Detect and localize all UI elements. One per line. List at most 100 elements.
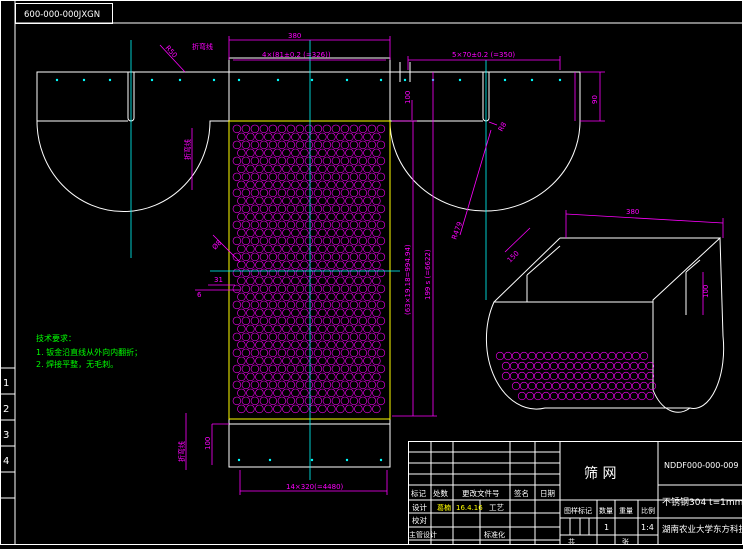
mesh-hole [256,149,264,157]
mesh-hole [305,397,313,405]
mesh-hole [314,381,322,389]
mesh-hole [256,181,264,189]
mesh-hole [323,365,331,373]
iso-hole [590,392,598,400]
mesh-hole [328,373,336,381]
mesh-hole [278,333,286,341]
mesh-hole [359,349,367,357]
mesh-hole [283,181,291,189]
mesh-hole [274,197,282,205]
mesh-hole [337,293,345,301]
mesh-hole [238,309,246,317]
mesh-hole [305,237,313,245]
tech-notes-line1: 1. 钣金沿直线从外向内翻折； [36,347,142,357]
mesh-hole [377,269,385,277]
iso-hole [606,392,614,400]
mesh-hole [332,125,340,133]
mesh-hole [341,253,349,261]
mesh-hole [377,397,385,405]
mesh-hole [328,293,336,301]
mesh-hole [242,141,250,149]
mesh-hole [377,253,385,261]
mesh-hole [251,301,259,309]
iso-hole [502,372,510,380]
mesh-hole [247,245,255,253]
mesh-hole [292,181,300,189]
mesh-hole [292,405,300,413]
mesh-hole [287,269,295,277]
mesh-hole [305,157,313,165]
mesh-hole [287,205,295,213]
mesh-hole [337,181,345,189]
mesh-hole [260,333,268,341]
mesh-hole [247,133,255,141]
mesh-hole [269,141,277,149]
mesh-hole [368,349,376,357]
mesh-hole [350,397,358,405]
iso-hole [558,372,566,380]
mesh-hole [377,381,385,389]
mesh-hole [341,205,349,213]
mesh-hole [301,357,309,365]
mesh-hole [242,189,250,197]
mesh-hole [355,261,363,269]
mesh-hole [296,253,304,261]
mesh-hole [323,285,331,293]
mesh-hole [269,253,277,261]
mesh-hole [346,245,354,253]
mesh-hole [373,165,381,173]
mesh-hole [247,149,255,157]
mesh-hole [251,397,259,405]
mesh-hole [283,373,291,381]
mesh-hole [269,365,277,373]
mesh-hole [233,221,241,229]
mesh-hole [359,253,367,261]
mesh-hole [238,261,246,269]
mesh-hole [373,261,381,269]
dim-hole-b: 31 [214,276,223,284]
mesh-hole [332,189,340,197]
mesh-hole [260,301,268,309]
mesh-hole [346,389,354,397]
mesh-hole [346,165,354,173]
iso-hole [598,372,606,380]
iso-hole [624,352,632,360]
iso-hole [512,352,520,360]
mesh-hole [278,317,286,325]
mesh-hole [319,389,327,397]
mesh-hole [337,277,345,285]
mesh-hole [265,245,273,253]
mesh-hole [274,357,282,365]
iso-hole [552,352,560,360]
iso-hole [552,382,560,390]
mesh-hole [296,397,304,405]
iso-hole [542,372,550,380]
tb-material: 不锈钢304 t=1mm [662,496,743,508]
mesh-hole [323,333,331,341]
mesh-hole [314,365,322,373]
iso-hole [630,362,638,370]
mesh-hole [310,373,318,381]
mesh-hole [287,157,295,165]
tb-design-date: 16.4.16 [456,504,483,512]
mesh-hole [260,237,268,245]
iso-hole [608,352,616,360]
mesh-hole [364,181,372,189]
mesh-hole [283,389,291,397]
mesh-hole [278,269,286,277]
mesh-hole [377,285,385,293]
mesh-hole [251,349,259,357]
mesh-hole [238,357,246,365]
mesh-hole [247,277,255,285]
mesh-hole [296,125,304,133]
margin-letter: 4 [3,456,9,467]
mesh-hole [301,229,309,237]
mesh-hole [323,301,331,309]
mesh-hole [337,309,345,317]
mesh-hole [278,381,286,389]
mesh-hole [323,237,331,245]
mesh-hole [323,317,331,325]
mesh-hole [278,125,286,133]
